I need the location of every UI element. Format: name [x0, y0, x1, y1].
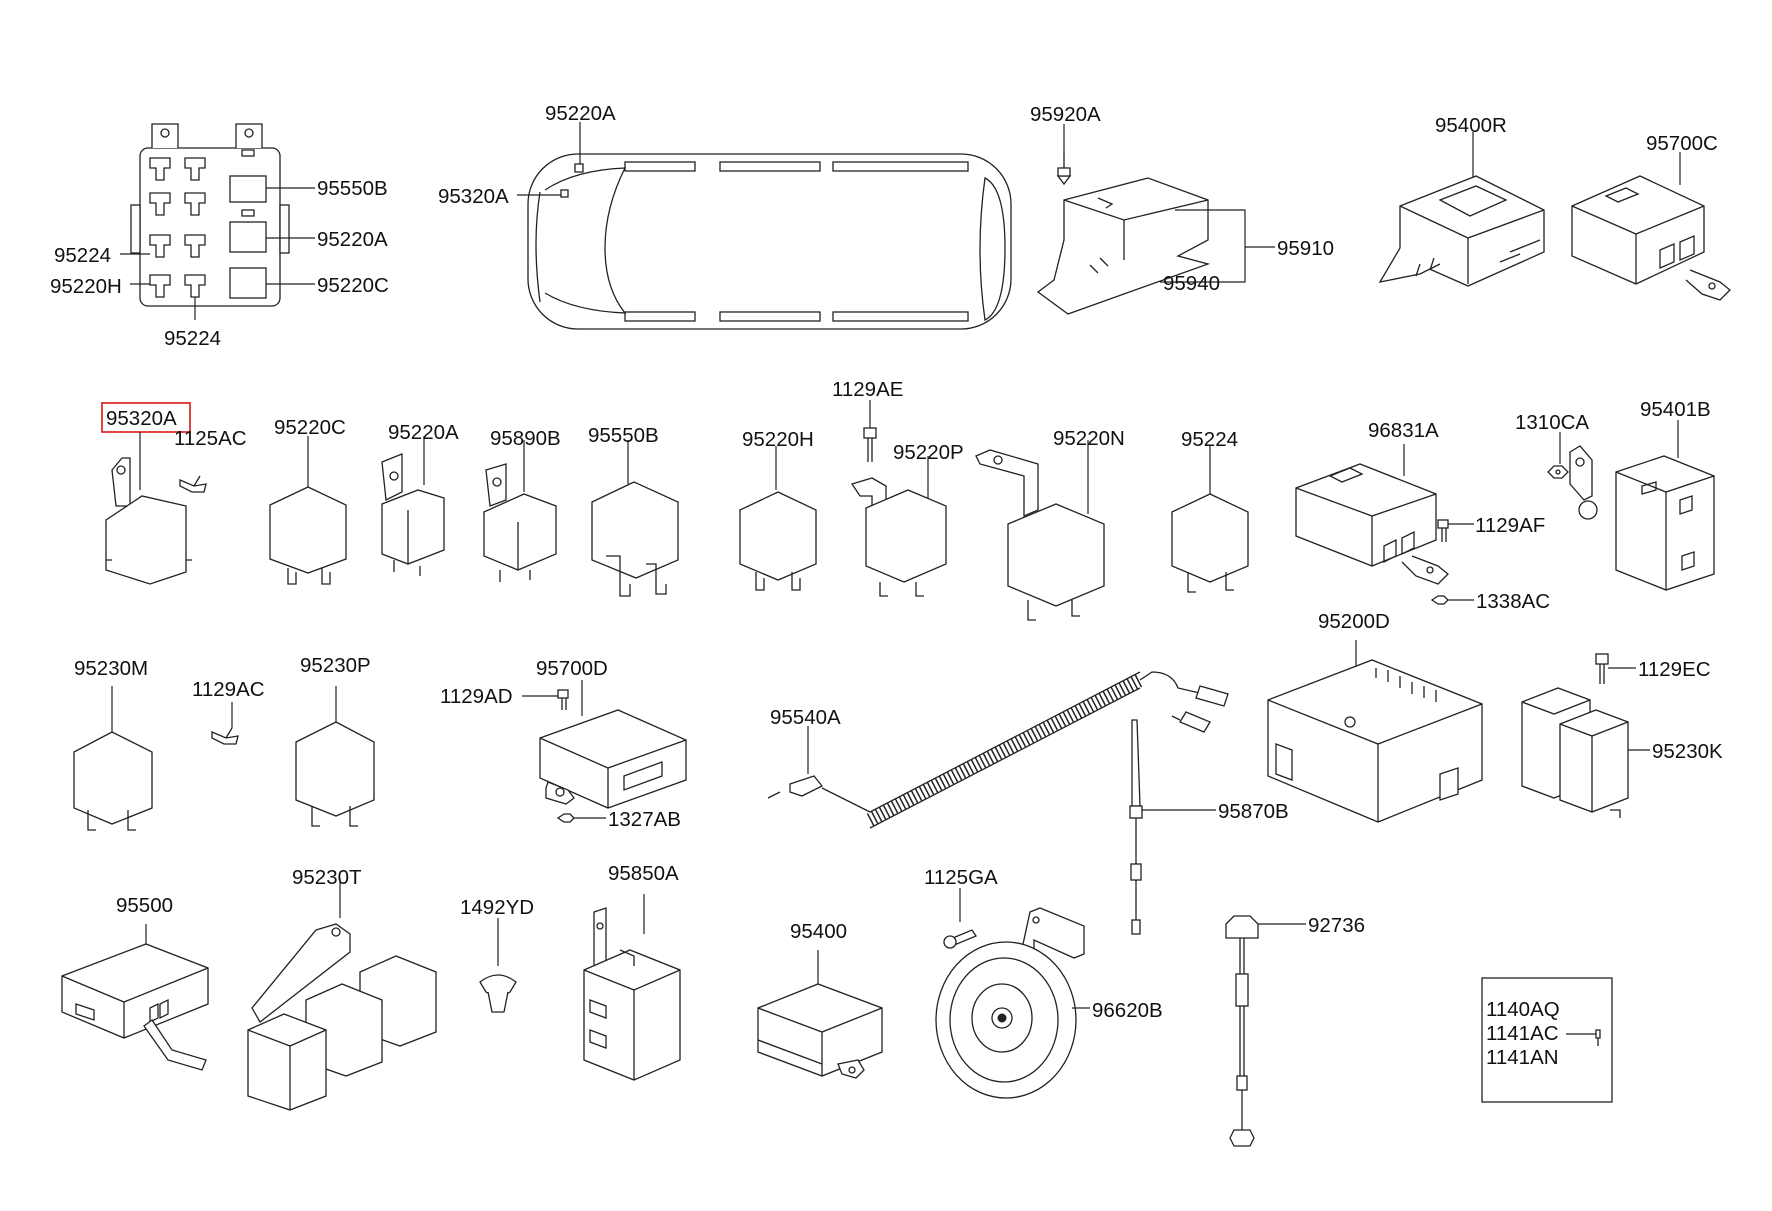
label-96831A: 96831A	[1368, 419, 1439, 442]
label-95220A-van: 95220A	[545, 102, 616, 125]
label-95920A: 95920A	[1030, 103, 1101, 126]
label-95200D: 95200D	[1318, 610, 1390, 633]
module-95700D	[539, 709, 687, 809]
airbag-module	[1036, 150, 1211, 315]
fastener-box	[1481, 977, 1613, 1103]
bolt-1125GA	[943, 929, 977, 949]
label-95320A-relay: 95320A	[106, 407, 177, 430]
module-95500	[61, 943, 209, 1071]
label-95220C-fuse: 95220C	[317, 274, 389, 297]
label-1327AB: 1327AB	[608, 808, 681, 831]
label-1141AC: 1141AC	[1486, 1022, 1559, 1045]
label-95700C: 95700C	[1646, 132, 1718, 155]
label-95220H-fuse: 95220H	[50, 275, 122, 298]
label-1129AD: 1129AD	[440, 685, 513, 708]
bolt-1129AF	[1437, 519, 1449, 542]
label-96620B: 96620B	[1092, 999, 1163, 1022]
label-95540A: 95540A	[770, 706, 841, 729]
module-96831A	[1295, 463, 1449, 585]
van-outline	[527, 153, 1012, 330]
clip-1492YD	[479, 974, 517, 1013]
nut-1310CA	[1547, 465, 1569, 479]
label-95400: 95400	[790, 920, 847, 943]
label-95400R: 95400R	[1435, 114, 1507, 137]
relay-95220C	[269, 486, 347, 585]
bolt-1129AE	[863, 427, 877, 462]
label-95220C-relay: 95220C	[274, 416, 346, 439]
label-95224-fuse-bottom: 95224	[164, 327, 221, 350]
label-92736: 92736	[1308, 914, 1365, 937]
label-1141AN: 1141AN	[1486, 1046, 1559, 1069]
label-1140AQ: 1140AQ	[1486, 998, 1560, 1021]
relay-95220H	[739, 491, 817, 591]
nut-1327AB	[556, 813, 575, 823]
label-1129AF: 1129AF	[1475, 514, 1545, 537]
label-95700D: 95700D	[536, 657, 608, 680]
label-95230P: 95230P	[300, 654, 371, 677]
cable-92736	[1225, 915, 1259, 1147]
label-95220A-relay: 95220A	[388, 421, 459, 444]
antenna-95870B	[1129, 719, 1143, 935]
relay-95220A	[381, 453, 445, 576]
relay-95890B	[483, 463, 557, 582]
relay-95220N	[975, 449, 1105, 621]
label-95940: 95940	[1163, 272, 1220, 295]
relay-95401B	[1615, 455, 1715, 591]
bolt-1129AD	[557, 689, 569, 710]
control-unit-95400R	[1378, 175, 1545, 287]
label-1338AC: 1338AC	[1476, 590, 1550, 613]
label-1125AC: 1125AC	[174, 427, 247, 450]
relay-95230M	[73, 731, 153, 831]
fuse-block	[130, 123, 290, 307]
relay-95550B	[591, 481, 679, 597]
label-95224-fuse-left: 95224	[54, 244, 111, 267]
label-95230M: 95230M	[74, 657, 148, 680]
label-95220P: 95220P	[893, 441, 964, 464]
label-95550B-relay: 95550B	[588, 424, 659, 447]
bolt-1129AC	[211, 727, 239, 745]
label-95401B: 95401B	[1640, 398, 1711, 421]
relay-95320A	[105, 457, 192, 585]
label-95220A-fuse: 95220A	[317, 228, 388, 251]
control-unit-95700C	[1571, 175, 1731, 301]
relay-cluster-95230T	[247, 923, 437, 1111]
relay-95224	[1171, 493, 1249, 593]
label-95220N: 95220N	[1053, 427, 1125, 450]
bolt-1129EC	[1595, 653, 1609, 684]
label-1492YD: 1492YD	[460, 896, 534, 919]
label-95320A-van: 95320A	[438, 185, 509, 208]
label-95230T: 95230T	[292, 866, 362, 889]
label-1310CA: 1310CA	[1515, 411, 1589, 434]
relay-95220P	[850, 477, 947, 597]
label-95500: 95500	[116, 894, 173, 917]
label-95550B-fuse: 95550B	[317, 177, 388, 200]
horn-96620B	[935, 907, 1085, 1099]
label-95910: 95910	[1277, 237, 1334, 260]
relay-95230K	[1521, 687, 1629, 818]
label-1125GA: 1125GA	[924, 866, 998, 889]
nut-1338AC	[1430, 595, 1449, 605]
relay-95850A	[583, 907, 681, 1081]
module-95200D	[1267, 659, 1483, 823]
label-95220H-relay: 95220H	[742, 428, 814, 451]
label-95230K: 95230K	[1652, 740, 1723, 763]
label-1129EC: 1129EC	[1638, 658, 1711, 681]
coiled-cable-95540A	[767, 671, 1229, 829]
label-1129AC: 1129AC	[192, 678, 265, 701]
module-95400	[757, 983, 883, 1079]
label-95870B: 95870B	[1218, 800, 1289, 823]
label-95850A: 95850A	[608, 862, 679, 885]
relay-95230P	[295, 721, 375, 827]
bolt-1125AC	[179, 475, 207, 493]
label-1129AE: 1129AE	[832, 378, 903, 401]
label-95224-relay: 95224	[1181, 428, 1238, 451]
fuse-block-leaders	[120, 187, 315, 320]
highlight-95320A	[101, 402, 191, 433]
bracket-95401B	[1569, 445, 1598, 520]
label-95890B: 95890B	[490, 427, 561, 450]
